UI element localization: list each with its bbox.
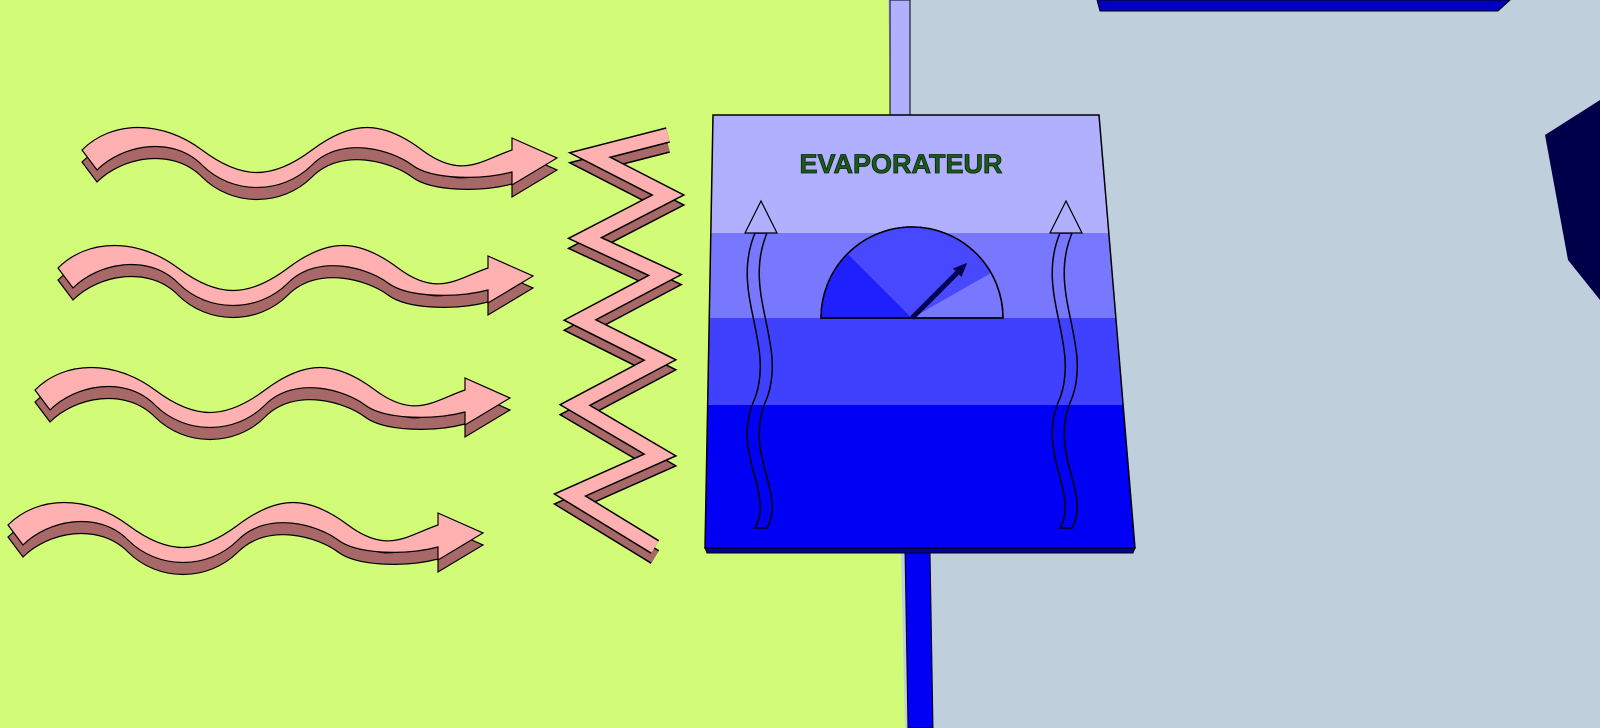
evaporator-title: EVAPORATEUR bbox=[799, 149, 1002, 179]
gauge-needle bbox=[910, 270, 960, 320]
right-edge-block bbox=[1545, 100, 1600, 300]
gauge-needle-head bbox=[953, 262, 968, 277]
upper-pipe bbox=[889, 0, 911, 117]
zigzag-heat-symbol bbox=[552, 127, 686, 564]
evaporator-panel: EVAPORATEUR bbox=[704, 114, 1136, 554]
lower-pipe bbox=[904, 549, 934, 728]
top-right-bar bbox=[1096, 0, 1511, 12]
pressure-gauge bbox=[820, 226, 1004, 320]
